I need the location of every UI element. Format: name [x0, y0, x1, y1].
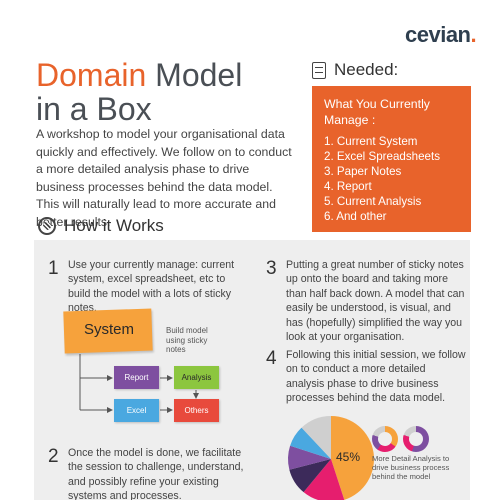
others-sticky-note: Others	[174, 399, 219, 422]
system-sticky-note: System	[63, 308, 153, 354]
excel-sticky-note: Excel	[114, 399, 159, 422]
analysis-sticky-note: Analysis	[174, 366, 219, 389]
step-number: 2	[48, 446, 59, 467]
needed-item: 2. Excel Spreadsheets	[324, 150, 441, 163]
title-model: Model	[155, 57, 243, 93]
title-domain: Domain	[36, 57, 147, 93]
analysis-pie-chart	[288, 416, 374, 500]
pie-slice	[301, 416, 331, 459]
needed-list: 1. Current System 2. Excel Spreadsheets …	[324, 134, 459, 224]
step-number: 3	[266, 258, 277, 279]
page-title: Domain Model in a Box	[36, 58, 242, 126]
needed-box: What You Currently Manage : 1. Current S…	[312, 86, 471, 232]
how-it-works-heading: How it Works	[38, 216, 164, 236]
pie-slice	[288, 445, 331, 470]
how-it-works-panel	[34, 240, 470, 500]
pie-percent-label: 45%	[336, 450, 361, 464]
donut-icon	[372, 426, 398, 452]
needed-item: 4. Report	[324, 180, 372, 193]
donut-icon	[403, 426, 429, 452]
pie-slice	[303, 459, 345, 500]
pie-note: More Detail Analysis to drive business p…	[372, 454, 450, 481]
pie-slice	[331, 416, 374, 500]
diagram-note: Build model using sticky notes	[166, 326, 208, 354]
step-number: 4	[266, 348, 277, 369]
report-sticky-note: Report	[114, 366, 159, 389]
needed-box-title: What You Currently Manage :	[324, 97, 430, 127]
cevian-logo: cevian.	[405, 22, 477, 47]
needed-item: 3. Paper Notes	[324, 165, 402, 178]
needed-item: 1. Current System	[324, 135, 418, 148]
document-icon	[312, 61, 326, 79]
pie-slice	[289, 459, 331, 493]
step-text: Putting a great number of sticky notes u…	[286, 259, 465, 344]
needed-item: 5. Current Analysis	[324, 195, 422, 208]
step-text: Once the model is done, we facilitate th…	[68, 447, 244, 500]
needed-item: 6. And other	[324, 210, 387, 223]
needed-heading: Needed:	[312, 60, 398, 80]
step-text: Use your currently manage: current syste…	[68, 259, 235, 315]
step-number: 1	[48, 258, 59, 279]
pie-slice	[290, 427, 331, 459]
step-text: Following this initial session, we follo…	[286, 349, 466, 405]
sticky-note-diagram: System Build model using sticky notes Re…	[60, 302, 240, 430]
intro-paragraph: A workshop to model your organisational …	[36, 127, 292, 229]
title-box: in a Box	[36, 91, 152, 127]
diagram-arrows	[79, 354, 199, 413]
gear-icon	[38, 217, 56, 235]
